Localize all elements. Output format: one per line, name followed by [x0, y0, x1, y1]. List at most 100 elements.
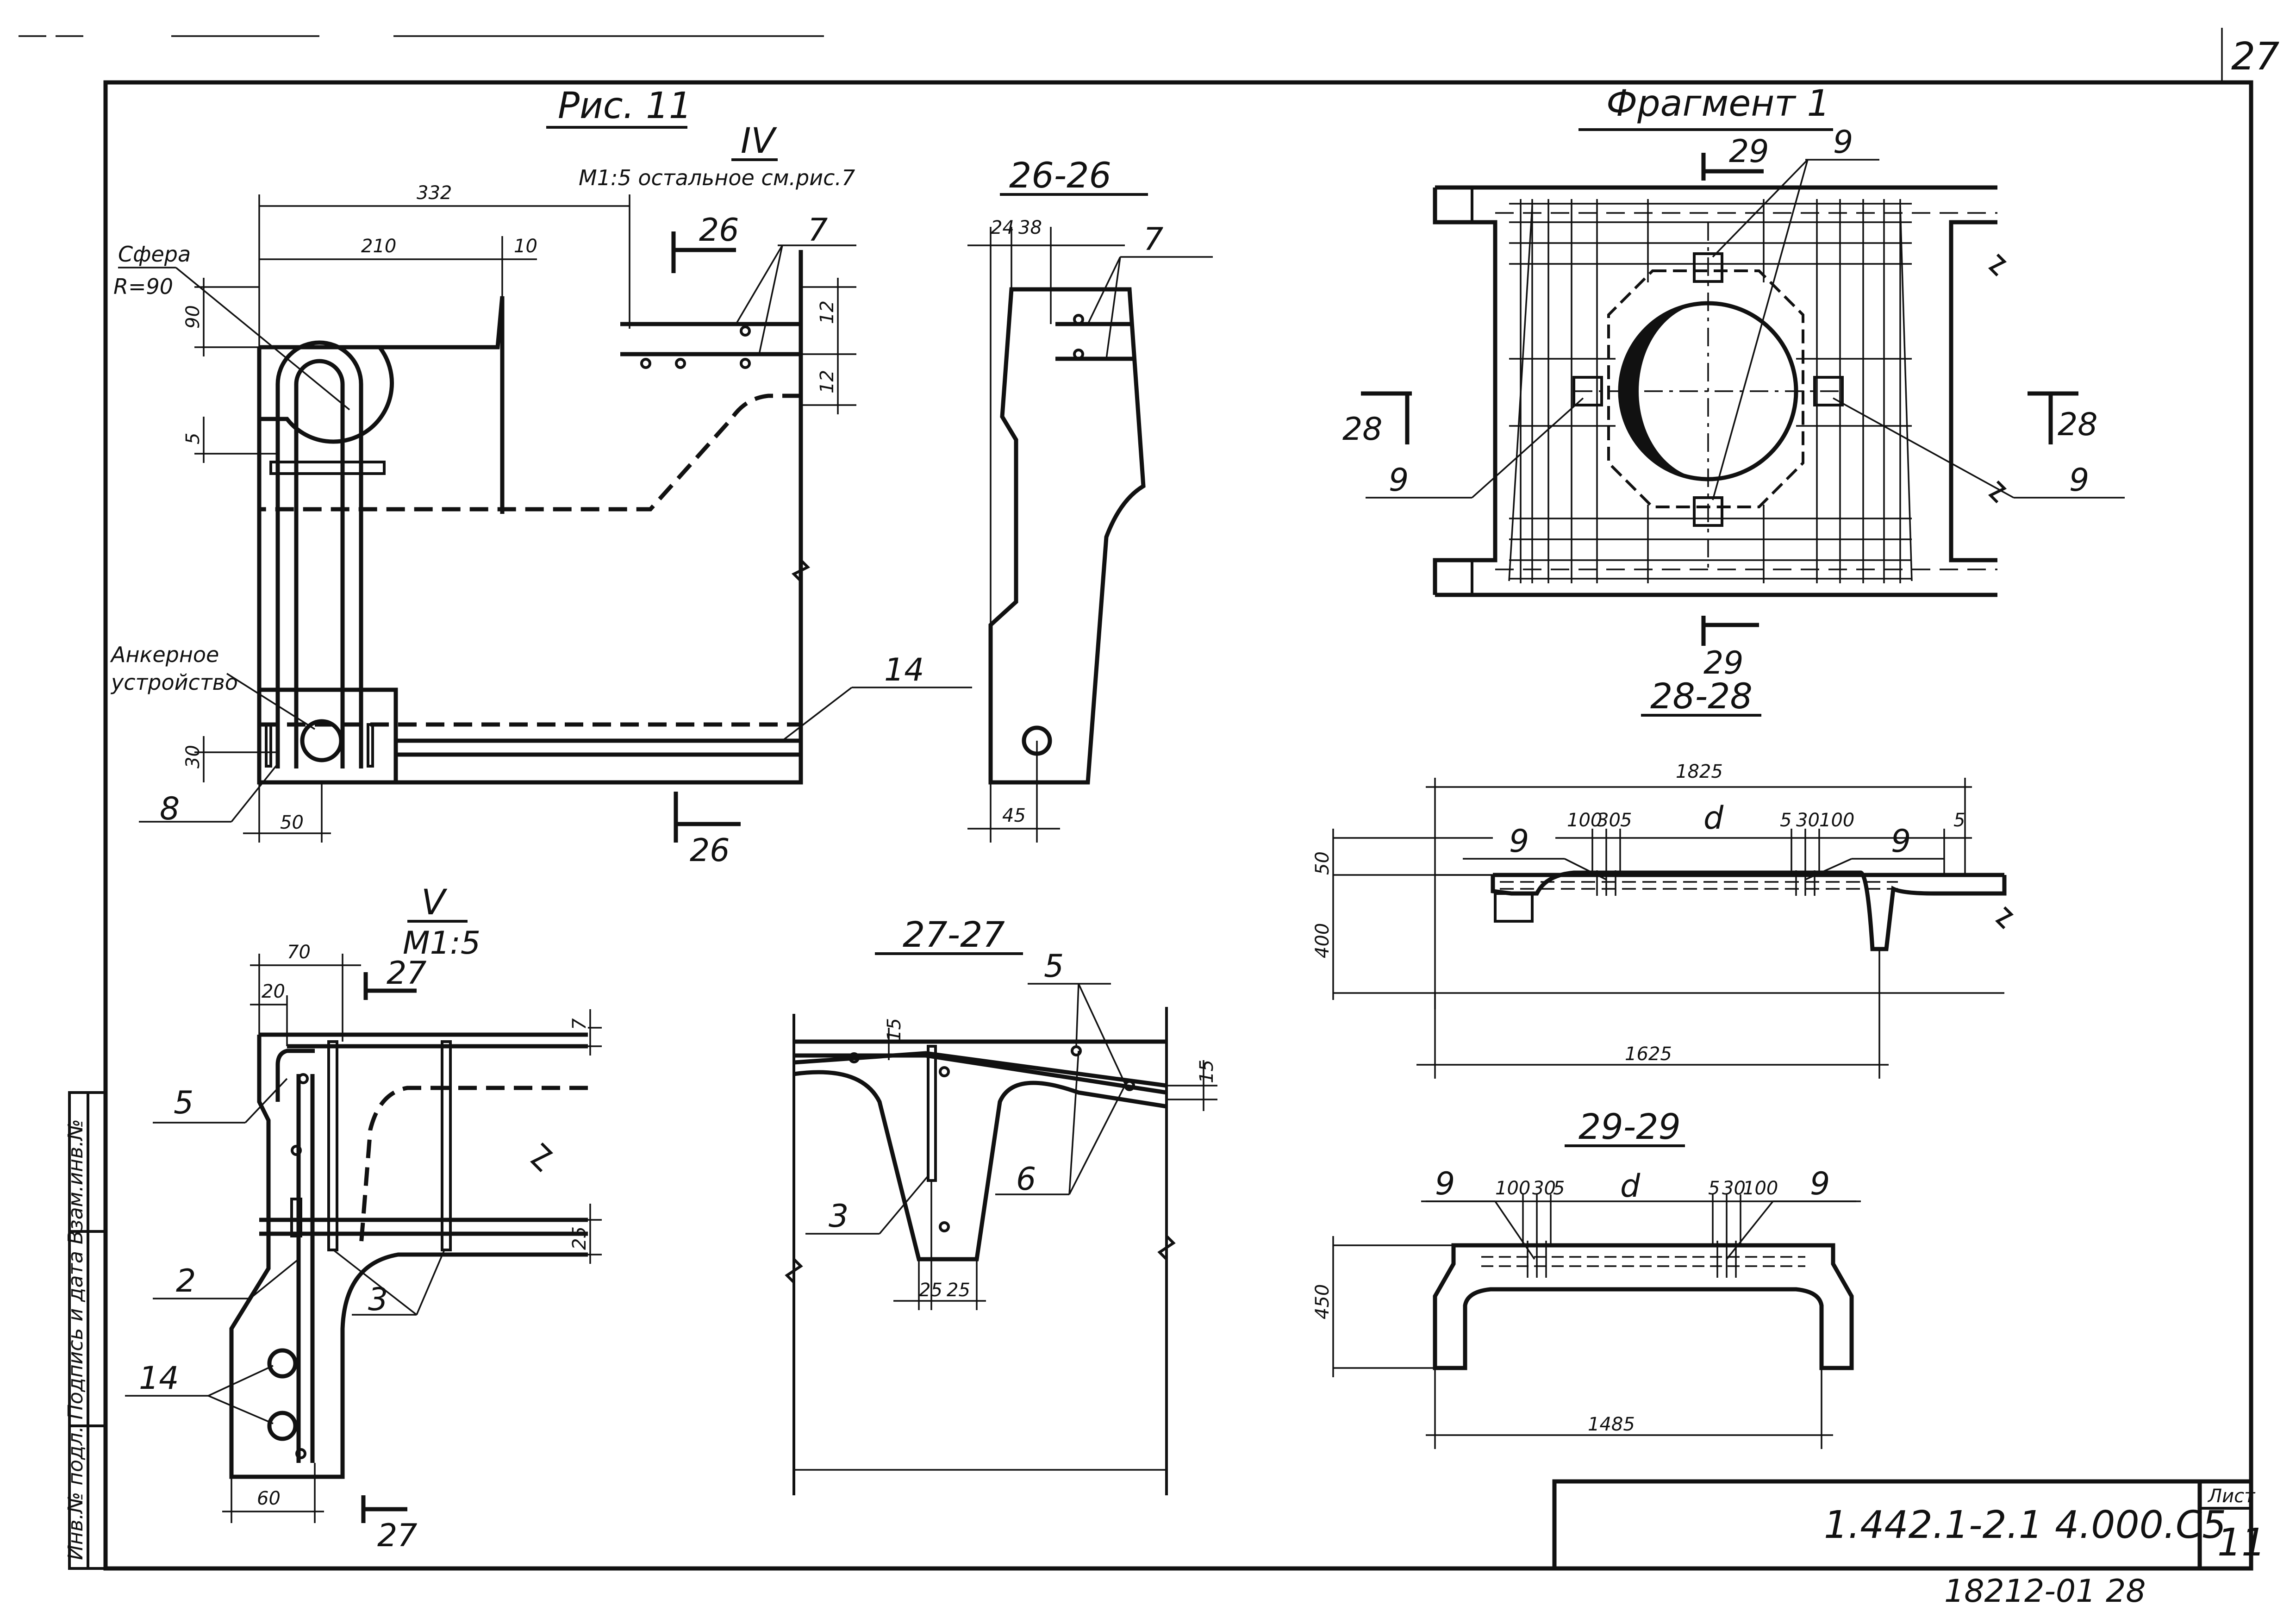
plate-9-top — [1693, 252, 1723, 283]
dim-210: 210 — [361, 236, 396, 257]
cut-29-top: 29 — [1729, 133, 1769, 170]
dim-25b: 25 — [947, 1280, 970, 1301]
view-v-roman: V — [421, 881, 448, 923]
sphere-socket — [259, 346, 394, 444]
dim-25: 25 — [569, 1226, 590, 1250]
fragment1-title: Фрагмент 1 — [1606, 83, 1830, 125]
section-28-pos-9-left: 9 — [1509, 823, 1529, 860]
anchor-label-1: Анкерное — [110, 642, 219, 667]
view-iv: IV М1:5 остальное см.рис.7 — [110, 120, 972, 869]
dim-38: 38 — [1018, 217, 1042, 238]
section-27: 27-27 15 15 25 25 5 3 — [785, 914, 1217, 1495]
dim-5a: 5 — [1553, 1178, 1565, 1199]
fragment1-hole-shadow — [1620, 303, 1708, 479]
view-v: V М1:5 70 20 60 — [125, 881, 602, 1554]
dim-5: 5 — [182, 433, 204, 444]
view-v-pos-3: 3 — [368, 1281, 388, 1318]
dim-450: 450 — [1312, 1284, 1333, 1319]
cut-26-top: 26 — [699, 212, 739, 249]
dim-10: 10 — [514, 236, 537, 257]
sheet-number: 11 — [2217, 1521, 2265, 1565]
dim-1625: 1625 — [1625, 1043, 1672, 1065]
section-26-outline — [988, 287, 1146, 785]
dim-5c: 5 — [1953, 810, 1965, 831]
sphere-label: Сфера — [118, 242, 191, 267]
section-29: 29-29 1485 450 100 30 5 d 5 — [1312, 1106, 1861, 1449]
page-number: 27 — [2231, 35, 2279, 79]
sphere-radius: R=90 — [113, 274, 173, 299]
dim-24: 24 — [991, 217, 1014, 238]
cut-28-right: 28 — [2058, 406, 2098, 443]
dim-30: 30 — [182, 745, 204, 768]
plate-9-left — [1572, 376, 1603, 406]
section-28-outline — [1491, 870, 2007, 951]
pos-14: 14 — [884, 652, 924, 688]
cut-28-left: 28 — [1342, 411, 1383, 448]
sheet-frame — [19, 28, 2253, 1571]
dim-90: 90 — [182, 305, 204, 329]
dim-20: 20 — [262, 981, 285, 1002]
view-iv-note: М1:5 остальное см.рис.7 — [579, 165, 855, 190]
dim-5b: 5 — [1708, 1178, 1720, 1199]
dim-50: 50 — [280, 812, 304, 833]
dim-30b: 30 — [1722, 1178, 1746, 1199]
section-27-title: 27-27 — [903, 914, 1005, 955]
dim-5a: 5 — [1620, 810, 1632, 831]
view-v-pos-2: 2 — [176, 1263, 196, 1299]
view-v-pos-5: 5 — [174, 1085, 193, 1121]
dim-400: 400 — [1312, 923, 1333, 958]
cut-26-bottom: 26 — [690, 832, 730, 869]
dim-15a: 15 — [884, 1018, 905, 1042]
cut-29-bottom: 29 — [1703, 645, 1744, 681]
view-iv-roman: IV — [741, 120, 777, 161]
plate-9-bottom — [1693, 496, 1723, 527]
fig11-title: Рис. 11 — [558, 85, 692, 127]
section-26: 26-26 24 38 45 7 — [967, 155, 1213, 843]
fragment-1: Фрагмент 1 — [1342, 83, 2125, 681]
rebar-u-loop — [275, 340, 363, 768]
section-27-pos-3: 3 — [829, 1198, 849, 1235]
anchor-device — [300, 719, 343, 762]
dim-100b: 100 — [1819, 810, 1854, 831]
fragment1-pos-9-right: 9 — [2069, 462, 2089, 499]
plate-9-right — [1813, 376, 1844, 406]
dim-332: 332 — [417, 182, 452, 204]
view-iv-outline — [257, 250, 803, 785]
section-29-pos-9-left: 9 — [1435, 1166, 1455, 1202]
view-v-outline — [229, 1032, 588, 1479]
dim-1825: 1825 — [1676, 761, 1723, 782]
dim-25a: 25 — [919, 1280, 942, 1301]
title-block-code: 1.442.1-2.1 4.000.С5 — [1824, 1503, 2226, 1547]
dim-70: 70 — [287, 942, 311, 963]
dim-7: 7 — [569, 1018, 590, 1030]
bar-14-upper — [267, 1348, 298, 1379]
view-v-scale: М1:5 — [403, 925, 480, 962]
fragment1-pos-9-left: 9 — [1389, 462, 1409, 499]
dim-30a: 30 — [1532, 1178, 1556, 1199]
side-stamp-text: Инв.№ подл. Подпись и дата Взам.инв.№ — [64, 1119, 87, 1560]
cut-27-top: 27 — [387, 955, 427, 992]
dim-50: 50 — [1312, 851, 1333, 875]
section-28-pos-9-right: 9 — [1891, 823, 1911, 860]
cut-27-bottom: 27 — [377, 1518, 418, 1554]
bar-14-lower — [267, 1411, 298, 1441]
fragment1-pos-9-top: 9 — [1833, 124, 1853, 161]
dim-30a: 30 — [1597, 810, 1621, 831]
section-29-pos-9-right: 9 — [1810, 1166, 1830, 1202]
section-27-outline — [793, 1039, 1167, 1262]
section-29-title: 29-29 — [1578, 1106, 1681, 1147]
dim-30b: 30 — [1796, 810, 1820, 831]
dim-12b: 12 — [817, 370, 838, 394]
section-26-pos-7: 7 — [1143, 221, 1163, 258]
section-29-outline — [1433, 1243, 1854, 1370]
dim-60: 60 — [257, 1488, 281, 1509]
fragment1-outline — [1433, 185, 1997, 597]
section-26-title: 26-26 — [1009, 155, 1111, 196]
pos-7: 7 — [808, 212, 828, 249]
view-v-pos-14: 14 — [139, 1360, 179, 1397]
bottom-code: 18212-01 28 — [1944, 1573, 2146, 1610]
anchor-label-2: устройство — [110, 670, 238, 695]
section-28: 28-28 — [1312, 675, 2014, 1079]
sheet-label: Лист — [2207, 1486, 2256, 1507]
